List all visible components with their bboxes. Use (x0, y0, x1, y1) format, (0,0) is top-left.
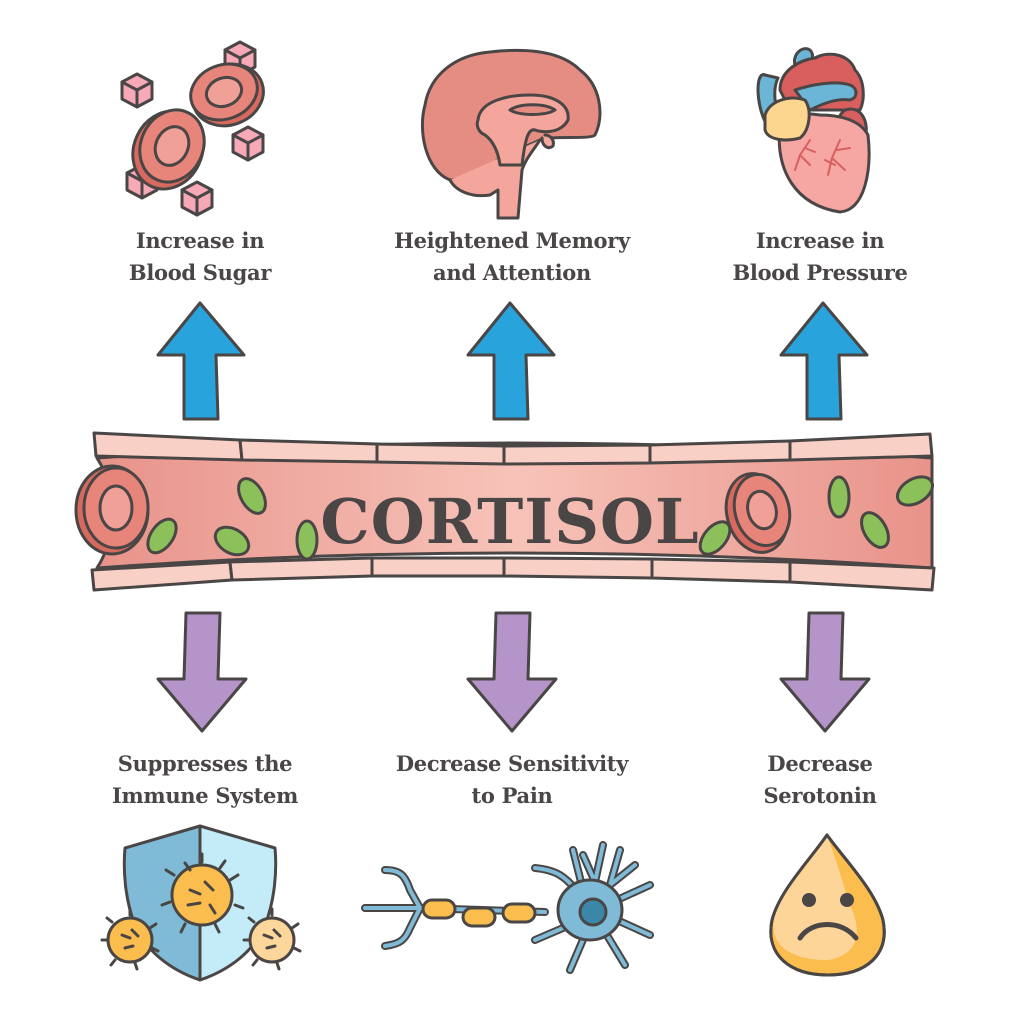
germ-icon (160, 852, 245, 934)
immune-shield-icon (100, 824, 302, 982)
down-arrow-icon (156, 611, 248, 733)
germ-icon (100, 907, 160, 971)
label-line: Heightened Memory (394, 228, 630, 253)
effect-label-pain-sensitivity: Decrease Sensitivity to Pain (362, 748, 662, 812)
label-line: Blood Sugar (128, 260, 272, 285)
effect-label-blood-pressure: Increase in Blood Pressure (700, 225, 940, 289)
down-arrow-icon (466, 611, 558, 733)
platelet-icon (146, 475, 935, 561)
label-line: Increase in (755, 228, 885, 253)
heart-icon (756, 47, 871, 214)
germ-icon (242, 907, 302, 971)
blood-vessel (74, 431, 936, 592)
red-blood-cell-icon (724, 472, 792, 554)
label-line: Suppresses the (117, 751, 293, 776)
label-line: Increase in (135, 228, 265, 253)
up-arrow-icon (466, 301, 556, 421)
up-arrow-icon (156, 301, 246, 421)
cortisol-title: CORTISOL (320, 485, 700, 558)
blood-cells-sugar-cubes-icon (120, 40, 265, 217)
label-line: Decrease (767, 751, 873, 776)
effect-label-serotonin: Decrease Serotonin (710, 748, 930, 812)
effect-label-immune-system: Suppresses the Immune System (80, 748, 330, 812)
label-line: and Attention (433, 260, 591, 285)
effect-label-blood-sugar: Increase in Blood Sugar (80, 225, 320, 289)
sad-drop-icon (769, 833, 886, 977)
label-line: Serotonin (763, 783, 877, 808)
down-arrow-icon (779, 611, 871, 733)
label-line: to Pain (471, 783, 553, 808)
label-line: Decrease Sensitivity (395, 751, 629, 776)
effect-label-memory-attention: Heightened Memory and Attention (362, 225, 662, 289)
up-arrow-icon (779, 301, 869, 421)
brain-icon (421, 48, 602, 220)
neuron-icon (361, 841, 654, 974)
label-line: Blood Pressure (732, 260, 908, 285)
red-blood-cell-icon (74, 464, 150, 556)
label-line: Immune System (111, 783, 299, 808)
